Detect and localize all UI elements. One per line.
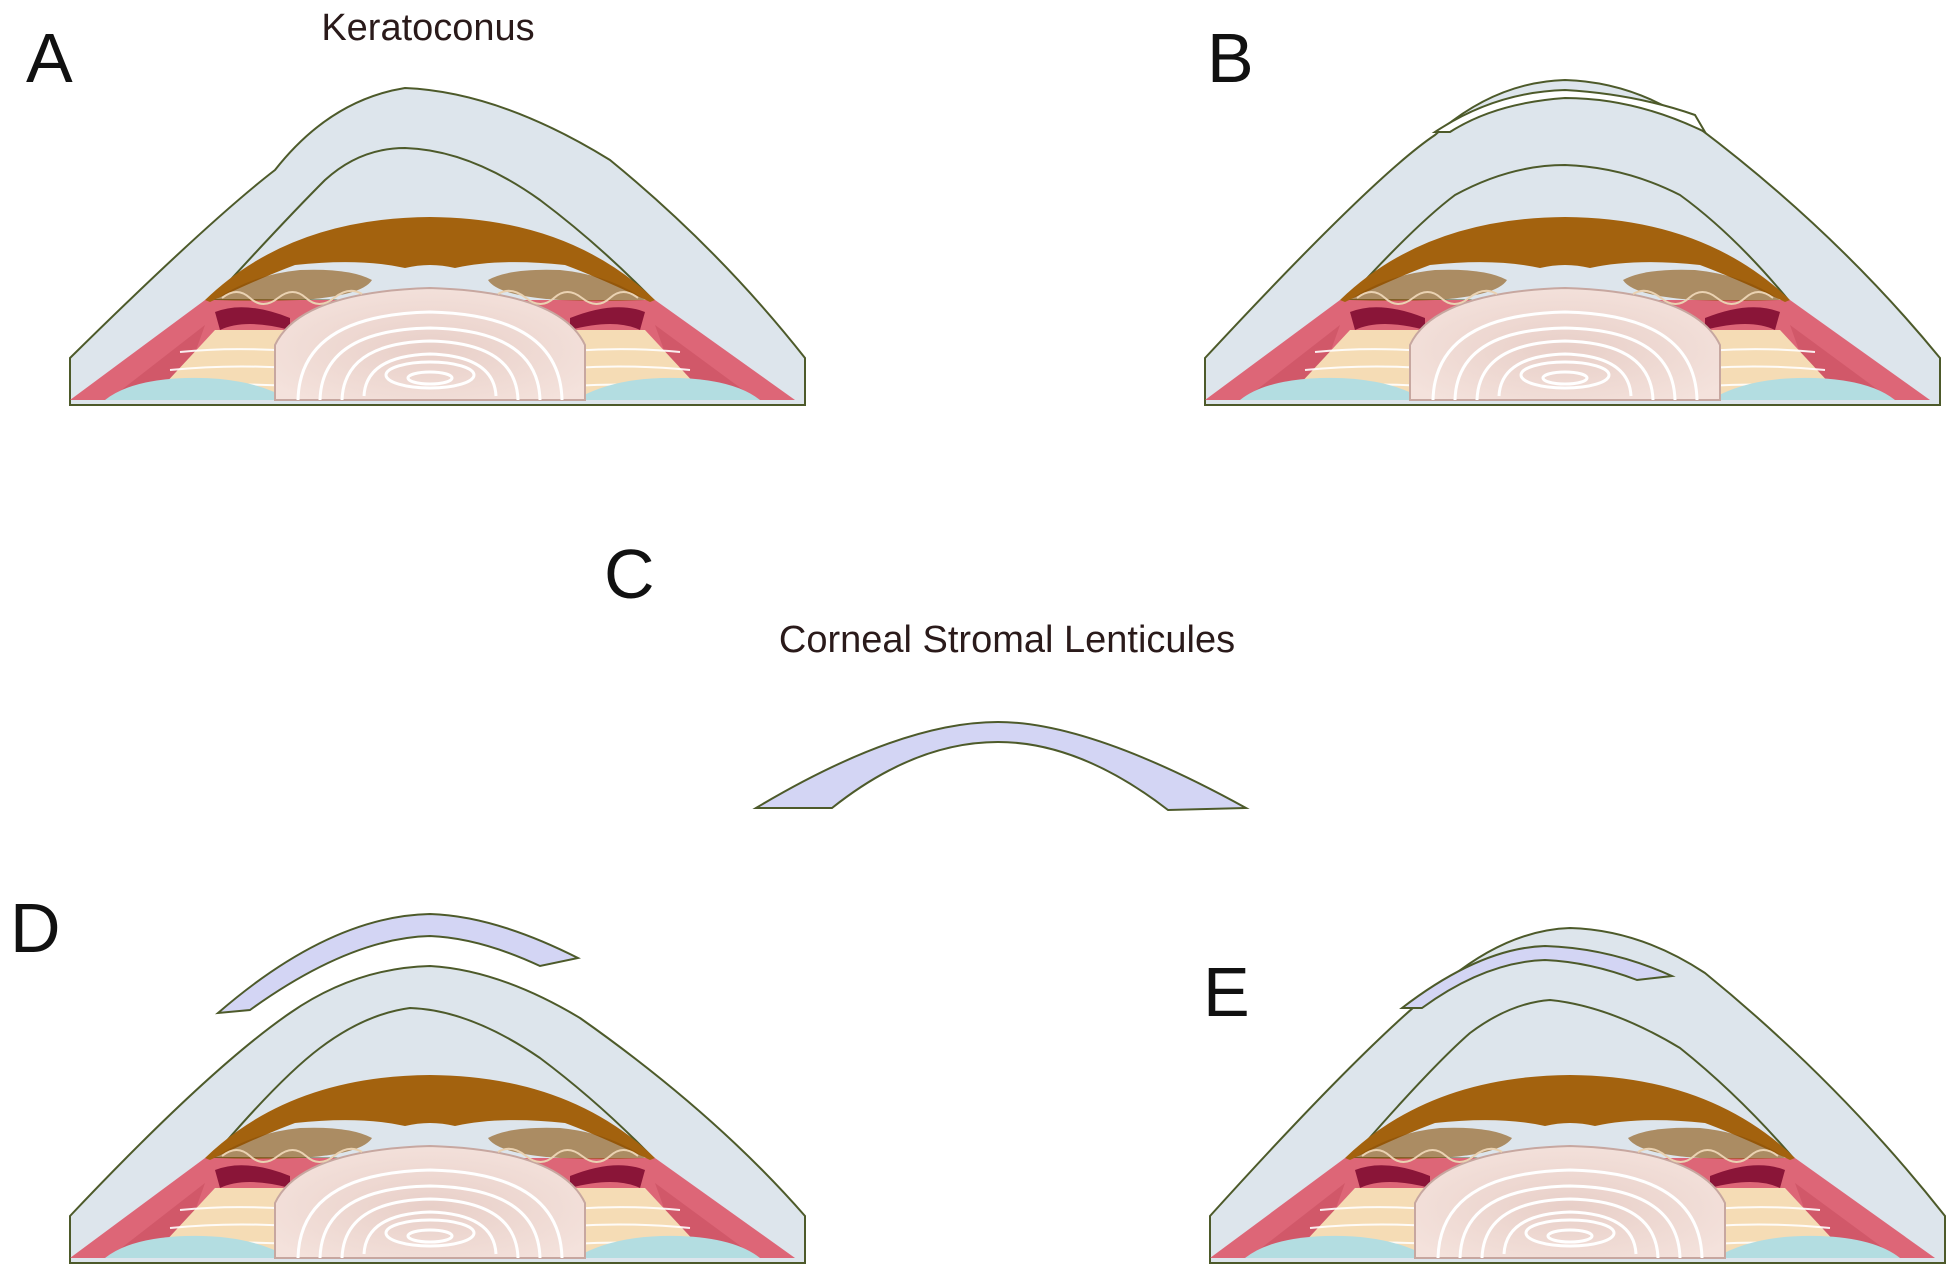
panel-d-eye — [68, 912, 806, 1264]
panel-e-eye — [1208, 926, 1946, 1264]
panel-a: A Keratoconus — [26, 7, 806, 406]
panel-a-eye — [68, 86, 806, 406]
panel-c: C Corneal Stromal Lenticules — [604, 535, 1250, 812]
panel-e: E — [1203, 926, 1946, 1264]
corneal-stromal-lenticule — [752, 720, 1250, 812]
panel-a-caption: Keratoconus — [321, 7, 534, 49]
panel-d: D — [10, 889, 806, 1264]
panel-e-letter: E — [1203, 953, 1250, 1031]
onlay-lenticule — [214, 912, 581, 1015]
panel-c-letter: C — [604, 535, 655, 613]
panel-b: B — [1203, 19, 1941, 406]
panel-c-caption: Corneal Stromal Lenticules — [779, 619, 1235, 661]
panel-b-letter: B — [1207, 19, 1254, 97]
panel-b-eye — [1203, 78, 1941, 406]
panel-a-letter: A — [26, 19, 73, 97]
panel-d-letter: D — [10, 889, 61, 967]
intrastromal-lenticule — [1399, 944, 1676, 1009]
corneal-pocket — [1431, 88, 1708, 135]
